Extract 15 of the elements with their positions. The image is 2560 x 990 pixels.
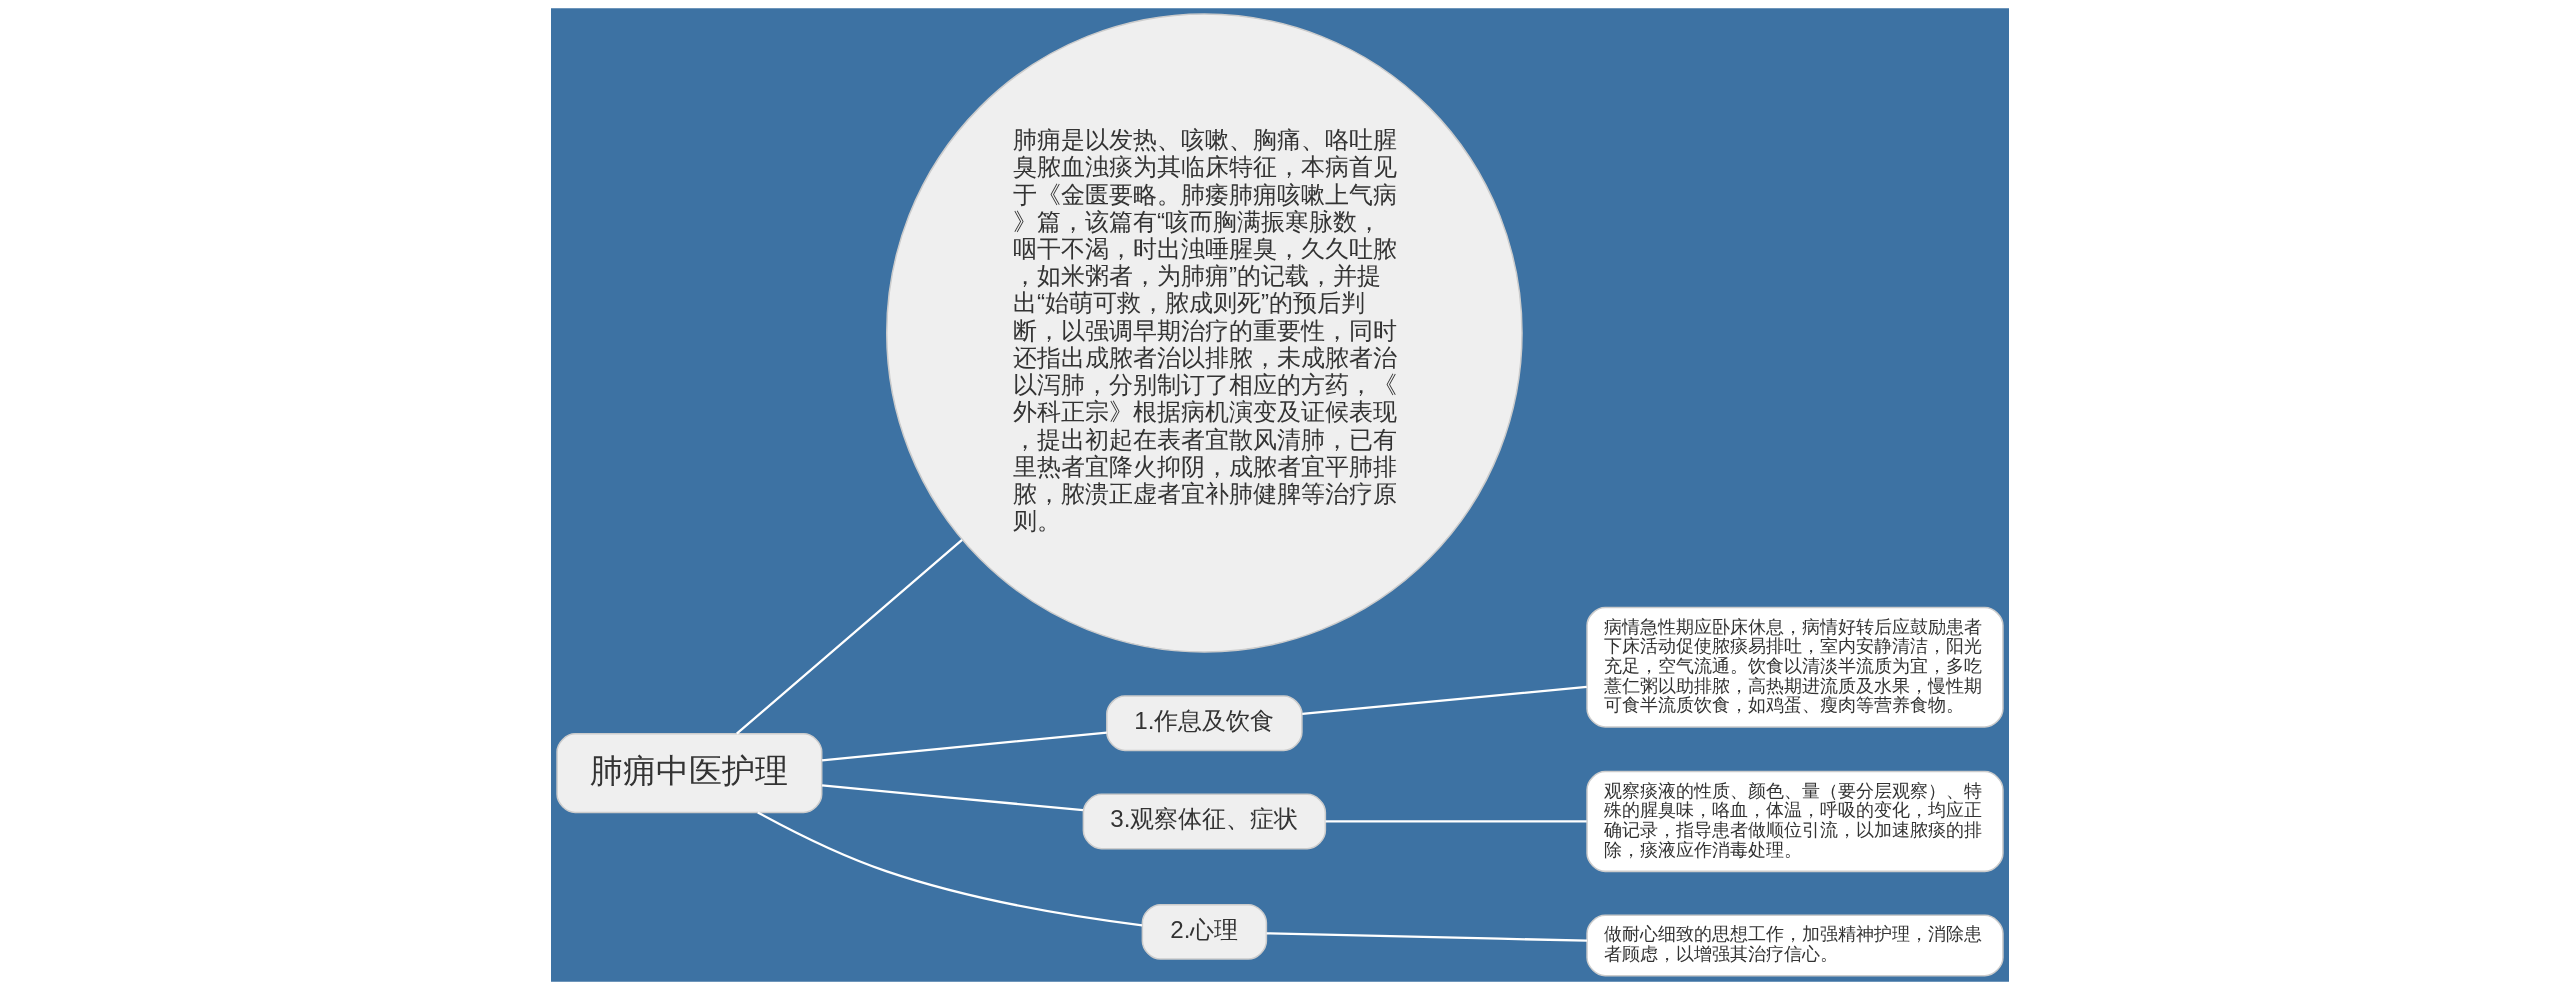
connector — [1302, 685, 1587, 716]
node-box: 做耐心细致的思想工作，加强精神护理，消除患者顾虑，以增强其治疗信心。 — [1586, 914, 2004, 977]
node-box: 观察痰液的性质、颜色、量（要分层观察）、特殊的腥臭味，咯血，体温，呼吸的变化，均应正确记录，指导患者做顺位引流，以加速脓痰的排除，痰液应作消毒处理。 — [1586, 770, 2004, 873]
connector — [822, 731, 1107, 762]
node-box: 3.观察体征、症状 — [1082, 793, 1327, 850]
connector — [1325, 820, 1587, 823]
connector — [757, 811, 1143, 927]
node-box: 2.心理 — [1141, 903, 1268, 960]
connector — [1266, 932, 1587, 942]
node-box: 病情急性期应卧床休息，病情好转后应鼓励患者下床活动促使脓痰易排吐，室内安静清洁，阳光充足，空气流通。饮食以清淡半流质为宜，多吃薏仁粥以助排脓，高热期进流质及水果，慢性期可食半流质饮食，如鸡蛋、瘦肉等营养食物。 — [1586, 606, 2004, 728]
connector — [821, 784, 1084, 812]
node-box: 1.作息及饮食 — [1106, 695, 1303, 752]
node-circle: 肺痈是以发热、咳嗽、胸痛、咯吐腥臭脓血浊痰为其临床特征，本病首见于《金匮要略。肺痿肺痈咳嗽上气病》篇，该篇有“咳而胸满振寒脉数，咽干不渴，时出浊唾腥臭，久久吐脓，如米粥者，为肺痈”的记载，并提出“始萌可救，脓成则死”的预后判断，以强调早期治疗的重要性，同时还指出成脓者治以排脓，未成脓者治以泻肺，分别制订了相应的方药，《外科正宗》根据病机演变及证候表现，提出初起在表者宜散风清肺，已有里热者宜降火抑阴，成脓者宜平肺排脓，脓溃正虚者宜补肺健脾等治疗原则。 — [886, 13, 1523, 653]
connector — [736, 539, 963, 735]
node-box: 肺痈中医护理 — [556, 733, 823, 814]
